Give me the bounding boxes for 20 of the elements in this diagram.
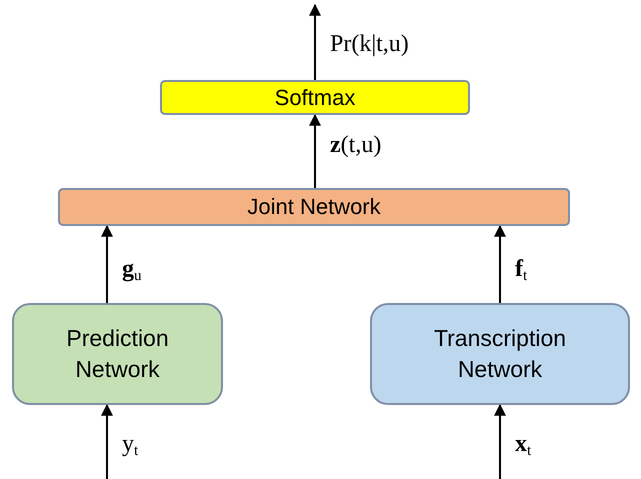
process-box bbox=[58, 188, 570, 226]
arrow bbox=[101, 224, 113, 303]
arrow bbox=[309, 114, 321, 188]
edge-label: Pr(k|t,u) bbox=[330, 32, 409, 56]
arrow bbox=[494, 224, 506, 303]
process-box bbox=[12, 303, 223, 405]
node-label: Prediction Network bbox=[65, 324, 170, 384]
edge-label: z(t,u) bbox=[330, 133, 382, 157]
edge-label: f$_{t}$ bbox=[515, 257, 528, 284]
process-box bbox=[370, 303, 630, 405]
node-label: Transcription Network bbox=[432, 324, 568, 384]
arrow bbox=[494, 404, 506, 479]
arrow bbox=[101, 404, 113, 479]
process-box bbox=[160, 80, 470, 115]
edge-label: y$_{t}$ bbox=[122, 432, 138, 459]
edge-label: x$_{t}$ bbox=[515, 432, 532, 459]
arrow bbox=[309, 4, 321, 80]
edge-label: g$_{u}$ bbox=[122, 257, 142, 284]
node-label: Joint Network bbox=[247, 193, 381, 222]
node-label: Softmax bbox=[274, 84, 356, 112]
